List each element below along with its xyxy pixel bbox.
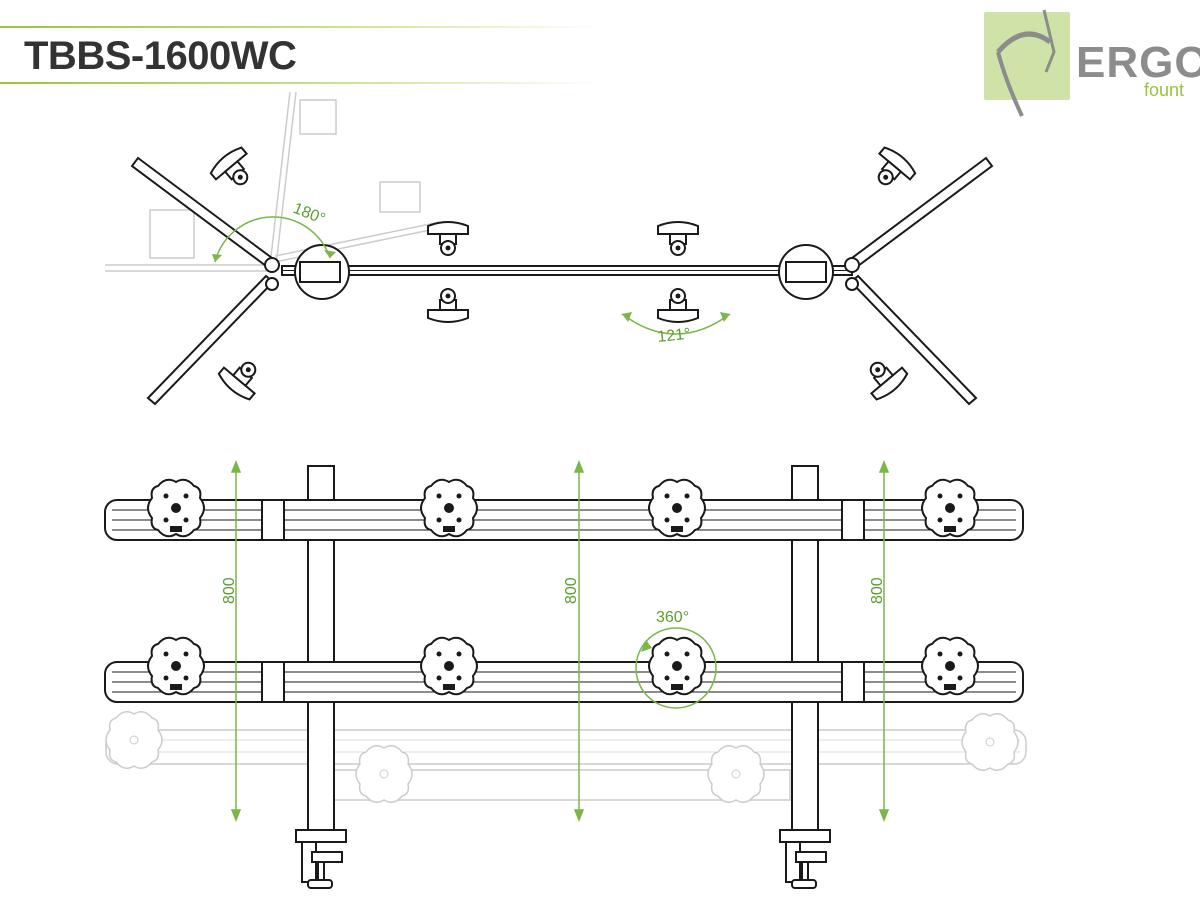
ghost-lower-rail [105, 711, 1027, 803]
angle-121-arc [621, 313, 731, 335]
ergofount-logo: ERGO fount [984, 8, 1200, 118]
height-dimension-center [573, 459, 585, 823]
front-view: 800 800 800 360° [104, 459, 1027, 889]
header-rule-top [0, 26, 600, 28]
ghost-arm-positions [105, 91, 441, 272]
rotation-360-label: 360° [656, 609, 689, 626]
angle-121-label: 121° [657, 326, 692, 346]
desk-clamp-right [779, 829, 831, 889]
header-rule-bottom [0, 82, 600, 84]
rotation-360-circle [635, 627, 717, 709]
logo-subtext: fount [1144, 80, 1185, 100]
angle-180-arc [214, 216, 331, 263]
height-label-left: 800 [221, 577, 238, 604]
lower-rail [104, 661, 1024, 703]
angle-180-label: 180° [291, 200, 328, 228]
height-label-right: 800 [869, 577, 886, 604]
left-swing-arms [130, 156, 280, 406]
top-view: 180° 121° [105, 91, 994, 406]
desk-clamp-left [295, 829, 347, 889]
logo-emblem [984, 9, 1070, 117]
upper-rail [104, 499, 1024, 541]
height-dimension-right [878, 459, 890, 823]
right-swing-arms [844, 156, 994, 406]
height-label-center: 800 [563, 577, 580, 604]
logo-wordmark: ERGO [1076, 38, 1200, 87]
product-title: TBBS-1600WC [24, 34, 297, 78]
height-dimension-left [230, 459, 242, 823]
